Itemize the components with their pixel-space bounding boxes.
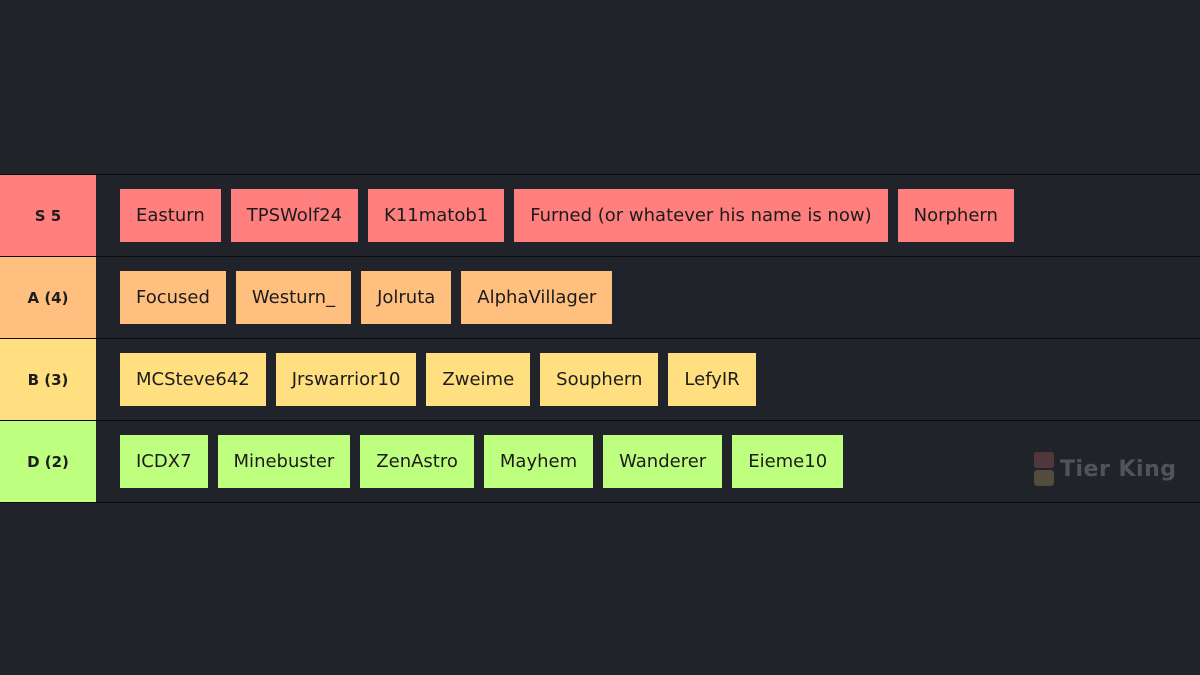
tier-item[interactable]: Minebuster (217, 435, 351, 488)
tier-label[interactable]: D (2) (0, 421, 96, 502)
tier-item[interactable]: Zweime (426, 353, 531, 406)
tier-items: Easturn TPSWolf24 K11matob1 Furned (or w… (96, 175, 1200, 256)
tier-item[interactable]: ICDX7 (120, 435, 208, 488)
tier-items: ICDX7 Minebuster ZenAstro Mayhem Wandere… (96, 421, 1200, 502)
tier-label[interactable]: B (3) (0, 339, 96, 420)
watermark: Tier King (1034, 452, 1176, 486)
tier-items: Focused Westurn_ Jolruta AlphaVillager (96, 257, 1200, 338)
tier-items: MCSteve642 Jrswarrior10 Zweime Souphern … (96, 339, 1200, 420)
tier-item[interactable]: AlphaVillager (461, 271, 613, 324)
tier-item[interactable]: Jrswarrior10 (275, 353, 417, 406)
watermark-text: Tier King (1060, 456, 1177, 482)
tier-item[interactable]: Easturn (120, 189, 221, 242)
tier-item[interactable]: K11matob1 (368, 189, 505, 242)
tier-label[interactable]: S 5 (0, 175, 96, 256)
tier-item[interactable]: LefyIR (668, 353, 756, 406)
tier-item[interactable]: ZenAstro (360, 435, 474, 488)
tier-board: S 5 Easturn TPSWolf24 K11matob1 Furned (… (0, 174, 1200, 503)
tier-item[interactable]: Eieme10 (732, 435, 844, 488)
tier-item[interactable]: Westurn_ (235, 271, 352, 324)
tier-row-b: B (3) MCSteve642 Jrswarrior10 Zweime Sou… (0, 339, 1200, 421)
tier-king-logo-icon (1034, 452, 1054, 486)
tier-label[interactable]: A (4) (0, 257, 96, 338)
tier-item[interactable]: Focused (120, 271, 226, 324)
tier-row-s: S 5 Easturn TPSWolf24 K11matob1 Furned (… (0, 175, 1200, 257)
tier-item[interactable]: Norphern (897, 189, 1014, 242)
tier-row-d: D (2) ICDX7 Minebuster ZenAstro Mayhem W… (0, 421, 1200, 503)
tier-item[interactable]: Mayhem (483, 435, 594, 488)
tier-item[interactable]: MCSteve642 (120, 353, 266, 406)
tier-item[interactable]: Wanderer (603, 435, 723, 488)
tier-item[interactable]: TPSWolf24 (230, 189, 359, 242)
tier-item[interactable]: Furned (or whatever his name is now) (514, 189, 888, 242)
tier-item[interactable]: Souphern (540, 353, 659, 406)
tier-item[interactable]: Jolruta (361, 271, 452, 324)
tier-row-a: A (4) Focused Westurn_ Jolruta AlphaVill… (0, 257, 1200, 339)
